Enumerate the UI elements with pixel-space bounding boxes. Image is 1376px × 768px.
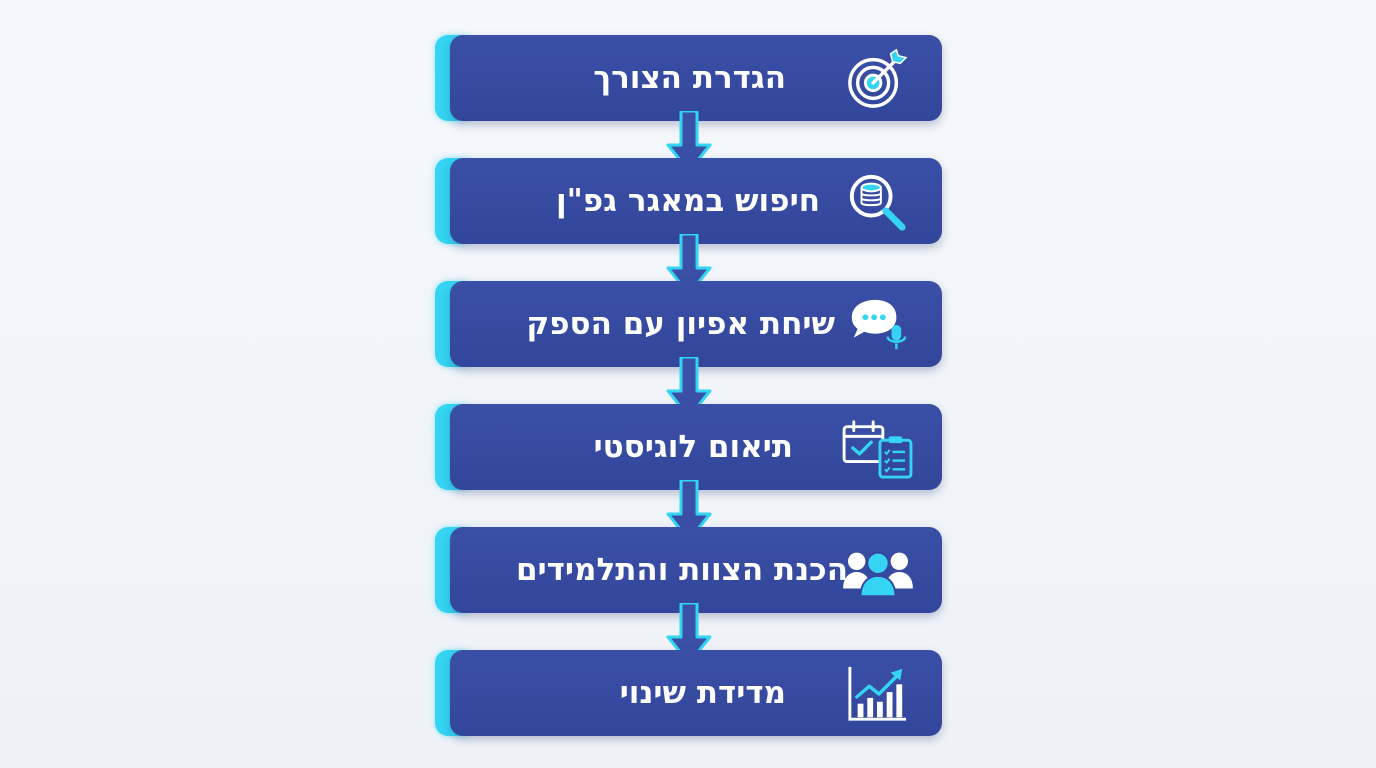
step-label: שיחת אפיון עם הספק [526, 306, 835, 342]
step-label: תיאום לוגיסטי [593, 429, 793, 465]
step-box: מדידת שינוי [450, 650, 942, 736]
chat-microphone-icon [846, 294, 908, 356]
step-define-need: הגדרת הצורך [435, 35, 942, 121]
step-search-database: חיפוש במאגר גפ"ן [435, 158, 942, 244]
growth-chart-icon [846, 663, 908, 725]
step-box: הגדרת הצורך [450, 35, 942, 121]
step-box: תיאום לוגיסטי [450, 404, 942, 490]
database-search-icon [846, 171, 908, 233]
step-logistics: תיאום לוגיסטי [435, 404, 942, 490]
step-box: חיפוש במאגר גפ"ן [450, 158, 942, 244]
calendar-checklist-icon [840, 417, 916, 479]
step-measure-change: מדידת שינוי [435, 650, 942, 736]
step-label: הגדרת הצורך [593, 60, 786, 96]
step-label: מדידת שינוי [619, 675, 786, 711]
step-box: שיחת אפיון עם הספק [450, 281, 942, 367]
target-icon [846, 48, 908, 110]
step-specification-call: שיחת אפיון עם הספק [435, 281, 942, 367]
step-label: הכנת הצוות והתלמידים [515, 552, 848, 588]
step-box: הכנת הצוות והתלמידים [450, 527, 942, 613]
step-label: חיפוש במאגר גפ"ן [556, 183, 820, 219]
team-icon [840, 540, 916, 602]
step-team-preparation: הכנת הצוות והתלמידים [435, 527, 942, 613]
